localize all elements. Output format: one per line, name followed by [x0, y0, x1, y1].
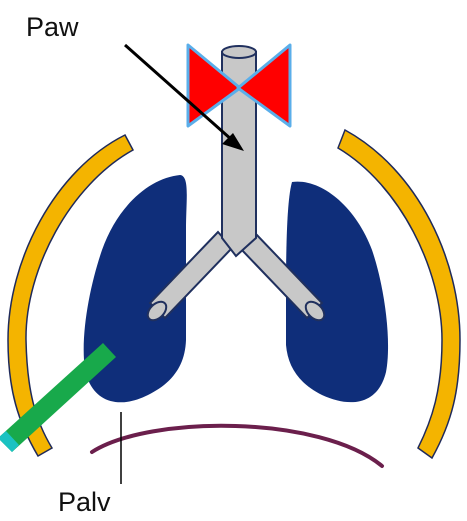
diaphragm [92, 426, 382, 466]
trachea-opening [222, 46, 256, 58]
label-palv: Palv [58, 487, 111, 517]
label-paw: Paw [26, 12, 79, 42]
